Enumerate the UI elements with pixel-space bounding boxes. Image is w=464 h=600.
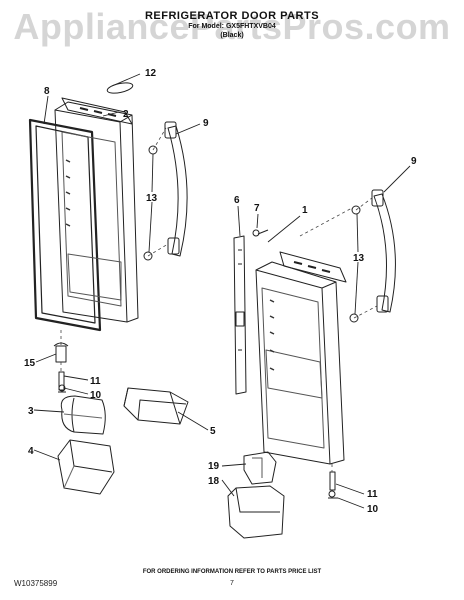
right-handle-part-9[interactable]: [371, 189, 396, 313]
page-number: 7: [230, 580, 234, 587]
small-bin-part-19[interactable]: [243, 451, 277, 485]
callout-11-left: 11: [90, 376, 101, 387]
watermark: AppliancePartsPros.com: [13, 6, 451, 47]
door-bin-part-5[interactable]: [123, 387, 189, 425]
left-door-liner[interactable]: [54, 101, 139, 323]
callout-13-left: 13: [146, 193, 158, 204]
callout-19: 19: [208, 461, 220, 472]
callout-8: 8: [44, 86, 50, 97]
right-handle-screws-part-13[interactable]: [349, 205, 361, 323]
callout-11-right: 11: [367, 489, 378, 500]
callout-2: 2: [123, 109, 129, 120]
callout-10-right: 10: [367, 504, 379, 515]
callout-10-left: 10: [90, 390, 102, 401]
bin-bracket-part-4[interactable]: [57, 439, 115, 495]
cap-cover-part-12[interactable]: [106, 81, 134, 95]
color-line: (Black): [220, 32, 244, 39]
right-door-assembly-part-1[interactable]: [255, 251, 347, 465]
callout-9-right: 9: [411, 156, 417, 167]
leader-lines: [33, 73, 411, 509]
callout-4: 4: [28, 446, 34, 457]
callout-13-right: 13: [353, 253, 365, 264]
ordering-note: FOR ORDERING INFORMATION REFER TO PARTS …: [142, 569, 322, 575]
right-hinge-hardware[interactable]: [328, 471, 338, 499]
callout-15: 15: [24, 358, 36, 369]
callout-7: 7: [254, 203, 260, 214]
door-cap-part-2[interactable]: [61, 97, 133, 125]
callout-9-left: 9: [203, 118, 209, 129]
document-number: W10375899: [14, 579, 58, 588]
callout-12: 12: [145, 68, 157, 79]
left-handle-part-9[interactable]: [164, 121, 188, 257]
title-block: REFRIGERATOR DOOR PARTS For Model: GX5FH…: [0, 10, 464, 40]
callout-3: 3: [28, 406, 34, 417]
shelf-bin-part-3[interactable]: [60, 395, 106, 435]
page-title: REFRIGERATOR DOOR PARTS: [144, 10, 320, 22]
callout-6: 6: [234, 195, 240, 206]
hinge-bar-part-6[interactable]: [233, 235, 247, 395]
left-hinge-hardware[interactable]: [58, 371, 66, 393]
callout-1: 1: [302, 205, 308, 216]
hinge-bushing-part-15[interactable]: [53, 342, 69, 363]
callout-5: 5: [210, 426, 216, 437]
callout-18: 18: [208, 476, 220, 487]
assembly-lines: [60, 127, 378, 472]
bin-housing-part-18[interactable]: [227, 485, 285, 539]
model-line: For Model: GX5FHTXVB04: [188, 23, 276, 30]
screw-part-7[interactable]: [252, 229, 269, 237]
